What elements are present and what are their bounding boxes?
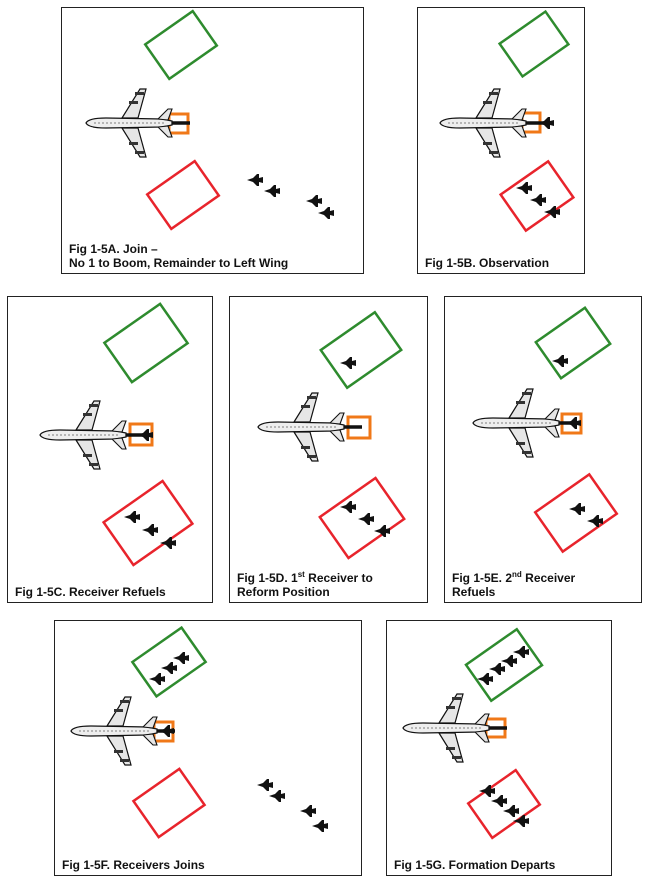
caption-fig-1-5c: Fig 1-5C. Receiver Refuels xyxy=(15,585,166,599)
caption-line-1: Fig 1-5A. Join – xyxy=(69,242,158,256)
fighter-jet-icon xyxy=(491,795,507,807)
diagram-fig-1-5b xyxy=(438,9,576,233)
tanker-aircraft-icon xyxy=(438,87,546,159)
green-left-wing-box xyxy=(464,627,544,703)
caption-fig-1-5b: Fig 1-5B. Observation xyxy=(425,256,549,270)
caption-line-2: Reform Position xyxy=(237,585,330,599)
fighter-jet-icon xyxy=(173,652,189,664)
red-right-wing-box xyxy=(145,159,221,231)
panel-fig-1-5a: Fig 1-5A. Join – No 1 to Boom, Remainder… xyxy=(61,7,364,274)
fighter-jet-icon xyxy=(161,662,177,674)
tanker-aircraft-icon xyxy=(401,692,509,764)
red-right-wing-box xyxy=(318,476,406,560)
caption-fig-1-5f: Fig 1-5F. Receivers Joins xyxy=(62,858,205,872)
red-right-wing-box xyxy=(498,159,576,233)
fighter-jet-icon xyxy=(501,655,517,667)
caption-text-post: Receiver xyxy=(521,571,576,585)
caption-line-2: No 1 to Boom, Remainder to Left Wing xyxy=(69,256,289,270)
fighter-jet-icon xyxy=(264,185,280,197)
diagram-fig-1-5a xyxy=(84,9,334,231)
fighter-jet-icon xyxy=(318,207,334,219)
caption-line-1: Fig 1-5E. 2nd Receiver xyxy=(452,570,576,586)
red-right-wing-box xyxy=(533,472,619,554)
fighter-jet-icon xyxy=(257,779,273,791)
tanker-aircraft-icon xyxy=(471,387,579,459)
caption-line-1: Fig 1-5B. Observation xyxy=(425,256,550,270)
fighter-jet-icon xyxy=(124,511,140,523)
diagram-fig-1-5g xyxy=(401,627,544,840)
tanker-aircraft-icon xyxy=(256,391,364,463)
fighter-jet-icon xyxy=(300,805,316,817)
fighter-jet-icon xyxy=(358,513,374,525)
caption-line-1: Fig 1-5F. Receivers Joins xyxy=(62,858,205,872)
fighter-jet-icon xyxy=(340,501,356,513)
panel-fig-1-5f: Fig 1-5F. Receivers Joins xyxy=(54,620,362,876)
red-right-wing-box xyxy=(466,768,542,840)
green-left-wing-box xyxy=(534,306,612,380)
caption-text-pre: Fig 1-5E. 2 xyxy=(452,571,513,585)
panel-fig-1-5e: Fig 1-5E. 2nd Receiver Refuels xyxy=(444,296,642,603)
diagram-fig-1-5d xyxy=(256,310,406,560)
fighter-jet-icon xyxy=(340,357,356,369)
fighter-jet-icon xyxy=(489,663,505,675)
caption-text-post: Receiver to xyxy=(304,571,373,585)
green-left-wing-box xyxy=(130,625,208,699)
fighter-jet-icon xyxy=(530,194,546,206)
green-left-wing-box xyxy=(143,9,219,81)
diagram-fig-1-5e xyxy=(471,306,619,554)
fighter-jet-icon xyxy=(565,417,581,429)
caption-superscript: nd xyxy=(512,570,522,579)
tanker-aircraft-icon xyxy=(38,399,146,471)
caption-fig-1-5d: Fig 1-5D. 1st Receiver to Reform Positio… xyxy=(237,570,373,600)
caption-fig-1-5g: Fig 1-5G. Formation Departs xyxy=(394,858,555,872)
diagram-fig-1-5c xyxy=(38,302,195,567)
fighter-jet-icon xyxy=(160,537,176,549)
red-right-wing-box xyxy=(131,767,207,839)
caption-line-1: Fig 1-5C. Receiver Refuels xyxy=(15,585,166,599)
fighter-jet-icon xyxy=(269,790,285,802)
panel-fig-1-5g: Fig 1-5G. Formation Departs xyxy=(386,620,612,876)
fighter-jet-icon xyxy=(149,673,165,685)
fighter-jet-icon xyxy=(569,503,585,515)
panel-fig-1-5c: Fig 1-5C. Receiver Refuels xyxy=(7,296,213,603)
caption-fig-1-5a: Fig 1-5A. Join – No 1 to Boom, Remainder… xyxy=(69,242,288,270)
panel-fig-1-5d: Fig 1-5D. 1st Receiver to Reform Positio… xyxy=(229,296,428,603)
fighter-jet-icon xyxy=(247,174,263,186)
panel-fig-1-5b: Fig 1-5B. Observation xyxy=(417,7,585,274)
green-left-wing-box xyxy=(319,310,403,390)
fighter-jet-icon xyxy=(306,195,322,207)
caption-line-2: Refuels xyxy=(452,585,496,599)
caption-line-1: Fig 1-5G. Formation Departs xyxy=(394,858,556,872)
caption-line-1: Fig 1-5D. 1st Receiver to xyxy=(237,570,373,586)
green-left-wing-box xyxy=(102,302,190,384)
caption-superscript: st xyxy=(297,570,305,579)
green-left-wing-box xyxy=(497,9,571,79)
fighter-jet-icon xyxy=(513,646,529,658)
tanker-aircraft-icon xyxy=(84,87,192,159)
fighter-jet-icon xyxy=(552,355,568,367)
caption-fig-1-5e: Fig 1-5E. 2nd Receiver Refuels xyxy=(452,570,576,600)
red-right-wing-box xyxy=(101,479,195,567)
fighter-jet-icon xyxy=(142,524,158,536)
diagram-fig-1-5f xyxy=(69,625,328,839)
fighter-jet-icon xyxy=(516,182,532,194)
fighter-jet-icon xyxy=(312,820,328,832)
caption-text-pre: Fig 1-5D. 1 xyxy=(237,571,298,585)
fighter-jet-icon xyxy=(503,805,519,817)
